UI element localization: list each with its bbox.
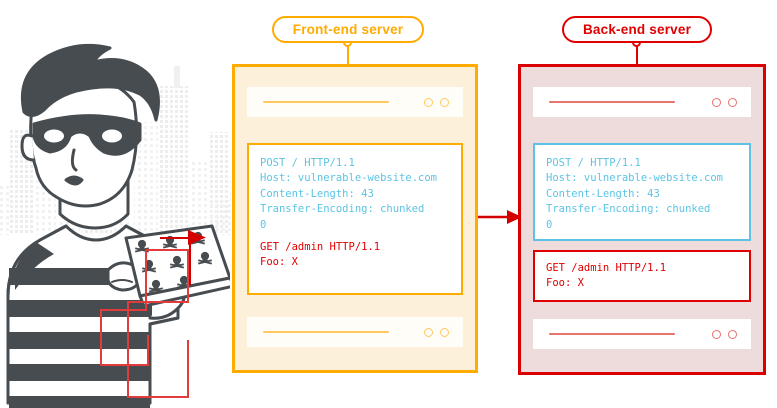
backend-smuggled-request-box: GET /admin HTTP/1.1 Foo: X: [533, 250, 751, 302]
window-dot-2: [728, 97, 737, 107]
window-dots: [424, 97, 449, 107]
frontend-tag-stem: [347, 43, 349, 66]
frontend-request-headers: POST / HTTP/1.1 Host: vulnerable-website…: [260, 157, 438, 231]
window-dot-1: [712, 97, 721, 107]
window-dots: [712, 97, 737, 107]
arrow-right-icon: [476, 210, 522, 224]
frontend-browser-chrome-top: [247, 87, 463, 117]
window-dots: [712, 329, 737, 339]
window-dot-1: [424, 327, 433, 337]
backend-tag-stem: [636, 43, 638, 66]
frontend-request-box: POST / HTTP/1.1 Host: vulnerable-website…: [247, 143, 463, 295]
window-dot-2: [728, 329, 737, 339]
window-dots: [424, 327, 449, 337]
address-bar-line: [549, 101, 675, 103]
window-dot-1: [712, 329, 721, 339]
address-bar-line: [263, 331, 389, 333]
window-dot-2: [440, 97, 449, 107]
attacker-illustration: [6, 43, 230, 408]
backend-server-panel: POST / HTTP/1.1 Host: vulnerable-website…: [518, 64, 766, 375]
window-dot-1: [424, 97, 433, 107]
backend-browser-chrome-bottom: [533, 319, 751, 349]
frontend-server-panel: POST / HTTP/1.1 Host: vulnerable-website…: [232, 64, 478, 373]
frontend-smuggled-request: GET /admin HTTP/1.1 Foo: X: [260, 241, 381, 269]
window-dot-2: [440, 327, 449, 337]
backend-request-box: POST / HTTP/1.1 Host: vulnerable-website…: [533, 143, 751, 241]
backend-request-headers: POST / HTTP/1.1 Host: vulnerable-website…: [546, 157, 724, 231]
arrow-right-icon: [188, 230, 206, 245]
address-bar-line: [549, 333, 675, 335]
attack-path-trace: [100, 230, 206, 398]
backend-browser-chrome-top: [533, 87, 751, 117]
backend-server-tag: Back-end server: [562, 16, 712, 43]
frontend-server-tag: Front-end server: [272, 16, 424, 43]
frontend-browser-chrome-bottom: [247, 317, 463, 347]
backend-smuggled-request: GET /admin HTTP/1.1 Foo: X: [546, 262, 667, 290]
address-bar-line: [263, 101, 389, 103]
